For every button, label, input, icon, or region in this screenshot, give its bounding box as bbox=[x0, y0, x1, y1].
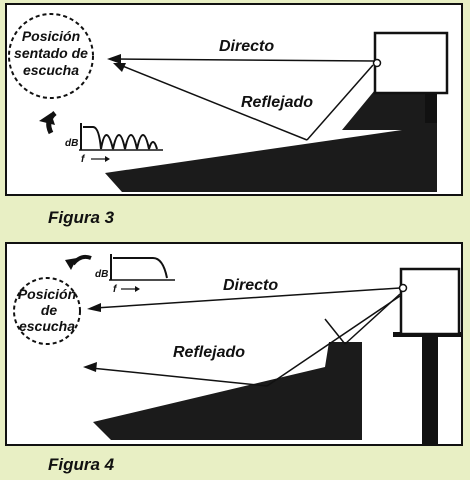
lowpass-curve bbox=[113, 257, 168, 279]
listener-position-circle bbox=[8, 13, 94, 99]
reflected-ray-arrowhead bbox=[113, 63, 126, 72]
lowpass-response-graph: dB f bbox=[95, 254, 175, 295]
reflected-label: Reflejado bbox=[241, 94, 313, 111]
monitor-support bbox=[425, 87, 437, 123]
axis-label-f: f bbox=[81, 154, 86, 165]
direct-label: Directo bbox=[219, 38, 274, 55]
comb-filter-response-graph: dB f bbox=[65, 123, 163, 165]
reflected-ray-up bbox=[324, 318, 346, 345]
direct-ray-arrowhead bbox=[87, 303, 101, 312]
curved-arrow-head bbox=[65, 258, 77, 270]
incident-ray bbox=[306, 64, 374, 141]
figure-4-caption: Figura 4 bbox=[48, 455, 115, 474]
listener-position-circle bbox=[13, 277, 81, 345]
listener-line-2: de bbox=[41, 302, 58, 318]
axis-label-db: dB bbox=[95, 269, 108, 280]
reflected-ray bbox=[90, 367, 268, 387]
comb-filter-curve bbox=[83, 126, 158, 150]
axis-label-f: f bbox=[113, 284, 118, 295]
console-wedge bbox=[93, 342, 362, 440]
speaker-driver-icon bbox=[398, 283, 408, 293]
figure-3-caption: Figura 3 bbox=[48, 208, 115, 227]
axis-label-db: dB bbox=[65, 138, 78, 149]
figure-4-panel: Posición de escucha Directo Reflejado dB… bbox=[5, 242, 463, 446]
listener-line-1: Posición bbox=[18, 286, 76, 302]
speaker-stand bbox=[422, 336, 438, 444]
reflected-ray-arrowhead bbox=[83, 362, 97, 372]
monitor-speaker bbox=[399, 267, 461, 336]
listener-line-1: Posición bbox=[22, 28, 80, 44]
incident-ray bbox=[266, 295, 401, 387]
direct-label: Directo bbox=[223, 277, 278, 294]
console-top-block bbox=[342, 90, 437, 192]
speaker-driver-icon bbox=[372, 58, 382, 68]
reflected-label: Reflejado bbox=[173, 344, 245, 361]
console-wedge bbox=[105, 130, 402, 192]
figure-3-panel: Posición sentado de escucha Directo Refl… bbox=[5, 3, 463, 196]
listener-line-2: sentado de bbox=[14, 45, 88, 61]
monitor-speaker bbox=[373, 31, 449, 95]
direct-ray bbox=[94, 287, 401, 309]
reflected-ray bbox=[119, 64, 308, 141]
figure-4-diagram: Posición de escucha Directo Reflejado dB… bbox=[13, 254, 461, 444]
curved-arrow-head bbox=[39, 113, 55, 125]
figure-3-diagram: Posición sentado de escucha Directo Refl… bbox=[8, 13, 449, 192]
direct-ray-arrowhead bbox=[107, 54, 121, 64]
listener-line-3: escucha bbox=[23, 62, 79, 78]
direct-ray bbox=[114, 58, 376, 62]
listener-line-3: escucha bbox=[19, 318, 75, 334]
